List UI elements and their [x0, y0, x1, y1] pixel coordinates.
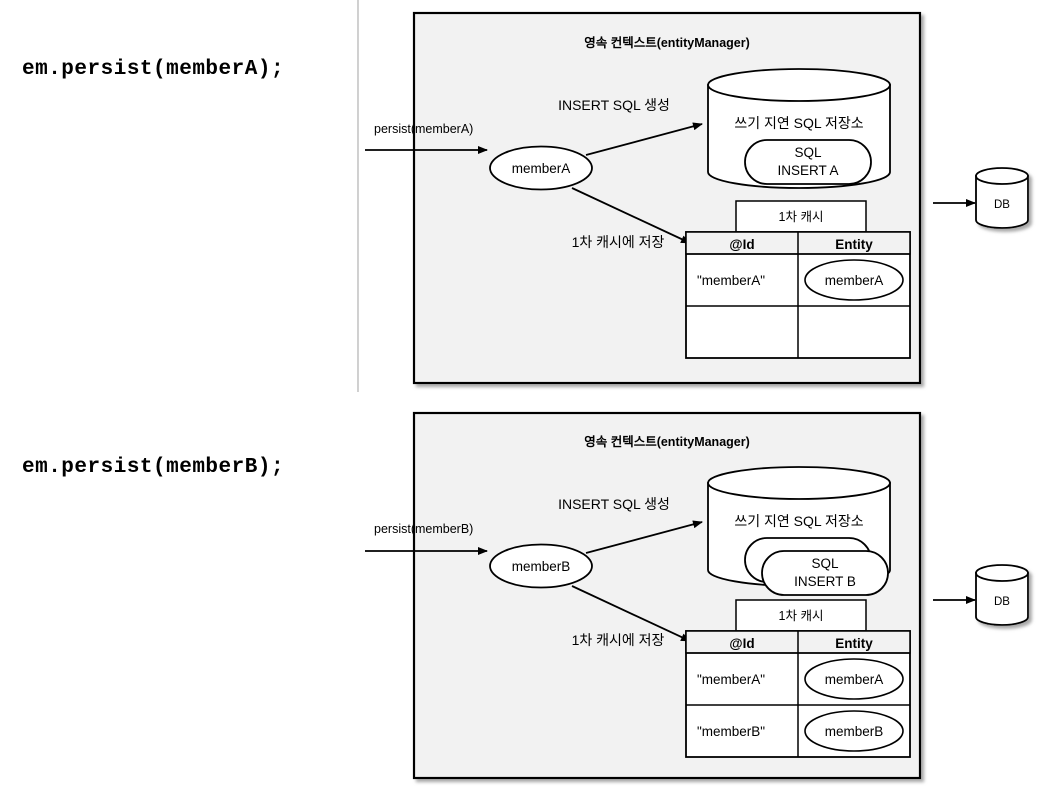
cache-caption-b: 1차 캐시: [779, 609, 824, 623]
database-label-b: DB: [994, 596, 1010, 608]
entity-ellipse-a-label: memberA: [512, 161, 571, 176]
code-label-persist-a: em.persist(memberA);: [22, 58, 285, 81]
insert-sql-label-b: INSERT SQL 생성: [558, 496, 670, 512]
cache-table-b-row0-id: "memberA": [697, 672, 765, 687]
persist-arrow-label-b: persist(memberB): [374, 522, 473, 536]
cache-table-a: @Id Entity "memberA" memberA: [685, 231, 911, 359]
cache-store-arrow-a: [571, 187, 691, 244]
insert-sql-label-a: INSERT SQL 생성: [558, 97, 670, 113]
entity-ellipse-b: [489, 543, 593, 589]
cache-table-a-header-entity: Entity: [835, 237, 873, 252]
sql-box-a: SQL INSERT A: [744, 139, 872, 185]
sql-box-b-front-line2: INSERT B: [794, 574, 856, 589]
entity-ellipse-a: [489, 145, 593, 191]
cache-table-b: @Id Entity "memberA" memberA "memberB" m…: [685, 630, 911, 758]
cache-store-label-a: 1차 캐시에 저장: [572, 234, 665, 250]
database-label-a: DB: [994, 199, 1010, 211]
cache-table-b-row1-entity: memberB: [825, 724, 884, 739]
table-row: "memberA" memberA: [697, 658, 904, 700]
cache-table-a-header-id: @Id: [729, 237, 754, 252]
insert-sql-arrow-a: [585, 122, 703, 156]
sql-box-b-front: SQL INSERT B: [761, 550, 889, 596]
sql-store-title-a: 쓰기 지연 SQL 저장소: [734, 115, 863, 131]
first-level-cache-caption-a: 1차 캐시: [735, 200, 867, 233]
sql-box-a-line2: INSERT A: [777, 163, 838, 178]
cache-table-b-row1-id: "memberB": [697, 724, 765, 739]
persistence-context-panel-b: 영속 컨텍스트(entityManager) persist(memberB) …: [365, 411, 1029, 780]
cache-store-label-b: 1차 캐시에 저장: [572, 632, 665, 648]
persistence-context-panel-a: 영속 컨텍스트(entityManager) persist(memberA) …: [365, 11, 1029, 385]
first-level-cache-caption-b: 1차 캐시: [735, 599, 867, 632]
database-cylinder-a: [975, 167, 1029, 229]
cache-table-b-header-id: @Id: [729, 636, 754, 651]
table-row: "memberA" memberA: [697, 259, 904, 301]
persist-arrow-label-a: persist(memberA): [374, 122, 473, 136]
panel-a-title: 영속 컨텍스트(entityManager): [584, 35, 750, 50]
database-cylinder-b: [975, 564, 1029, 626]
table-row: "memberB" memberB: [697, 710, 904, 752]
cache-table-a-row0-entity: memberA: [825, 273, 884, 288]
cache-caption-a: 1차 캐시: [779, 210, 824, 224]
panel-b-title: 영속 컨텍스트(entityManager): [584, 434, 750, 449]
entity-ellipse-b-label: memberB: [512, 559, 571, 574]
cache-store-arrow-b: [571, 585, 691, 642]
sql-box-a-line1: SQL: [794, 145, 822, 160]
sql-box-b-front-line1: SQL: [811, 556, 839, 571]
code-label-persist-b: em.persist(memberB);: [22, 456, 285, 479]
cache-table-b-row0-entity: memberA: [825, 672, 884, 687]
cache-table-b-header-entity: Entity: [835, 636, 873, 651]
insert-sql-arrow-b: [585, 520, 703, 554]
sql-store-title-b: 쓰기 지연 SQL 저장소: [734, 513, 863, 529]
cache-table-a-row0-id: "memberA": [697, 273, 765, 288]
